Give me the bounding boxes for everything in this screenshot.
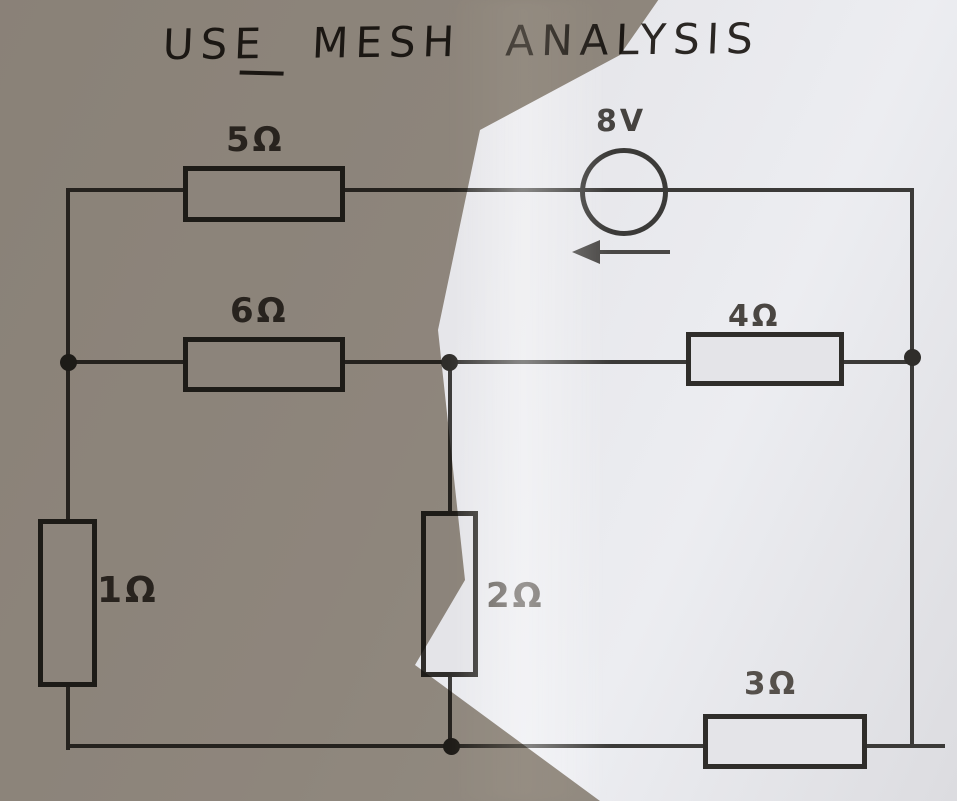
voltage-source-label: 8V	[596, 104, 647, 139]
resistor-6ohm-label: 6Ω	[230, 291, 289, 331]
node-dot-left-middle	[60, 354, 77, 371]
voltage-source-circle	[580, 148, 668, 236]
resistor-3ohm-body	[703, 714, 867, 769]
resistor-2ohm-body	[421, 511, 478, 677]
resistor-4ohm-body	[686, 332, 844, 386]
resistor-2ohm-label: 2Ω	[486, 576, 545, 616]
photo-glare-band	[450, 0, 610, 801]
left-arrow-icon	[572, 240, 600, 264]
node-dot-right-middle	[904, 349, 921, 366]
resistor-1ohm-label: 1Ω	[97, 570, 159, 611]
resistor-1ohm-body	[38, 519, 97, 687]
resistor-6ohm-body	[183, 337, 345, 392]
node-dot-center-middle	[441, 354, 458, 371]
resistor-4ohm-label: 4Ω	[728, 299, 781, 334]
current-arrow-shaft	[596, 250, 670, 254]
resistor-5ohm-body	[183, 166, 345, 222]
node-dot-center-bottom	[443, 738, 460, 755]
resistor-5ohm-label: 5Ω	[226, 120, 285, 160]
handwritten-title-text: USE MESH ANALYSIS	[161, 13, 761, 70]
handwritten-title: USE MESH ANALYSIS	[161, 12, 954, 76]
wire-right	[910, 188, 914, 748]
title-underline-mark	[239, 70, 284, 76]
resistor-3ohm-label: 3Ω	[744, 666, 798, 702]
